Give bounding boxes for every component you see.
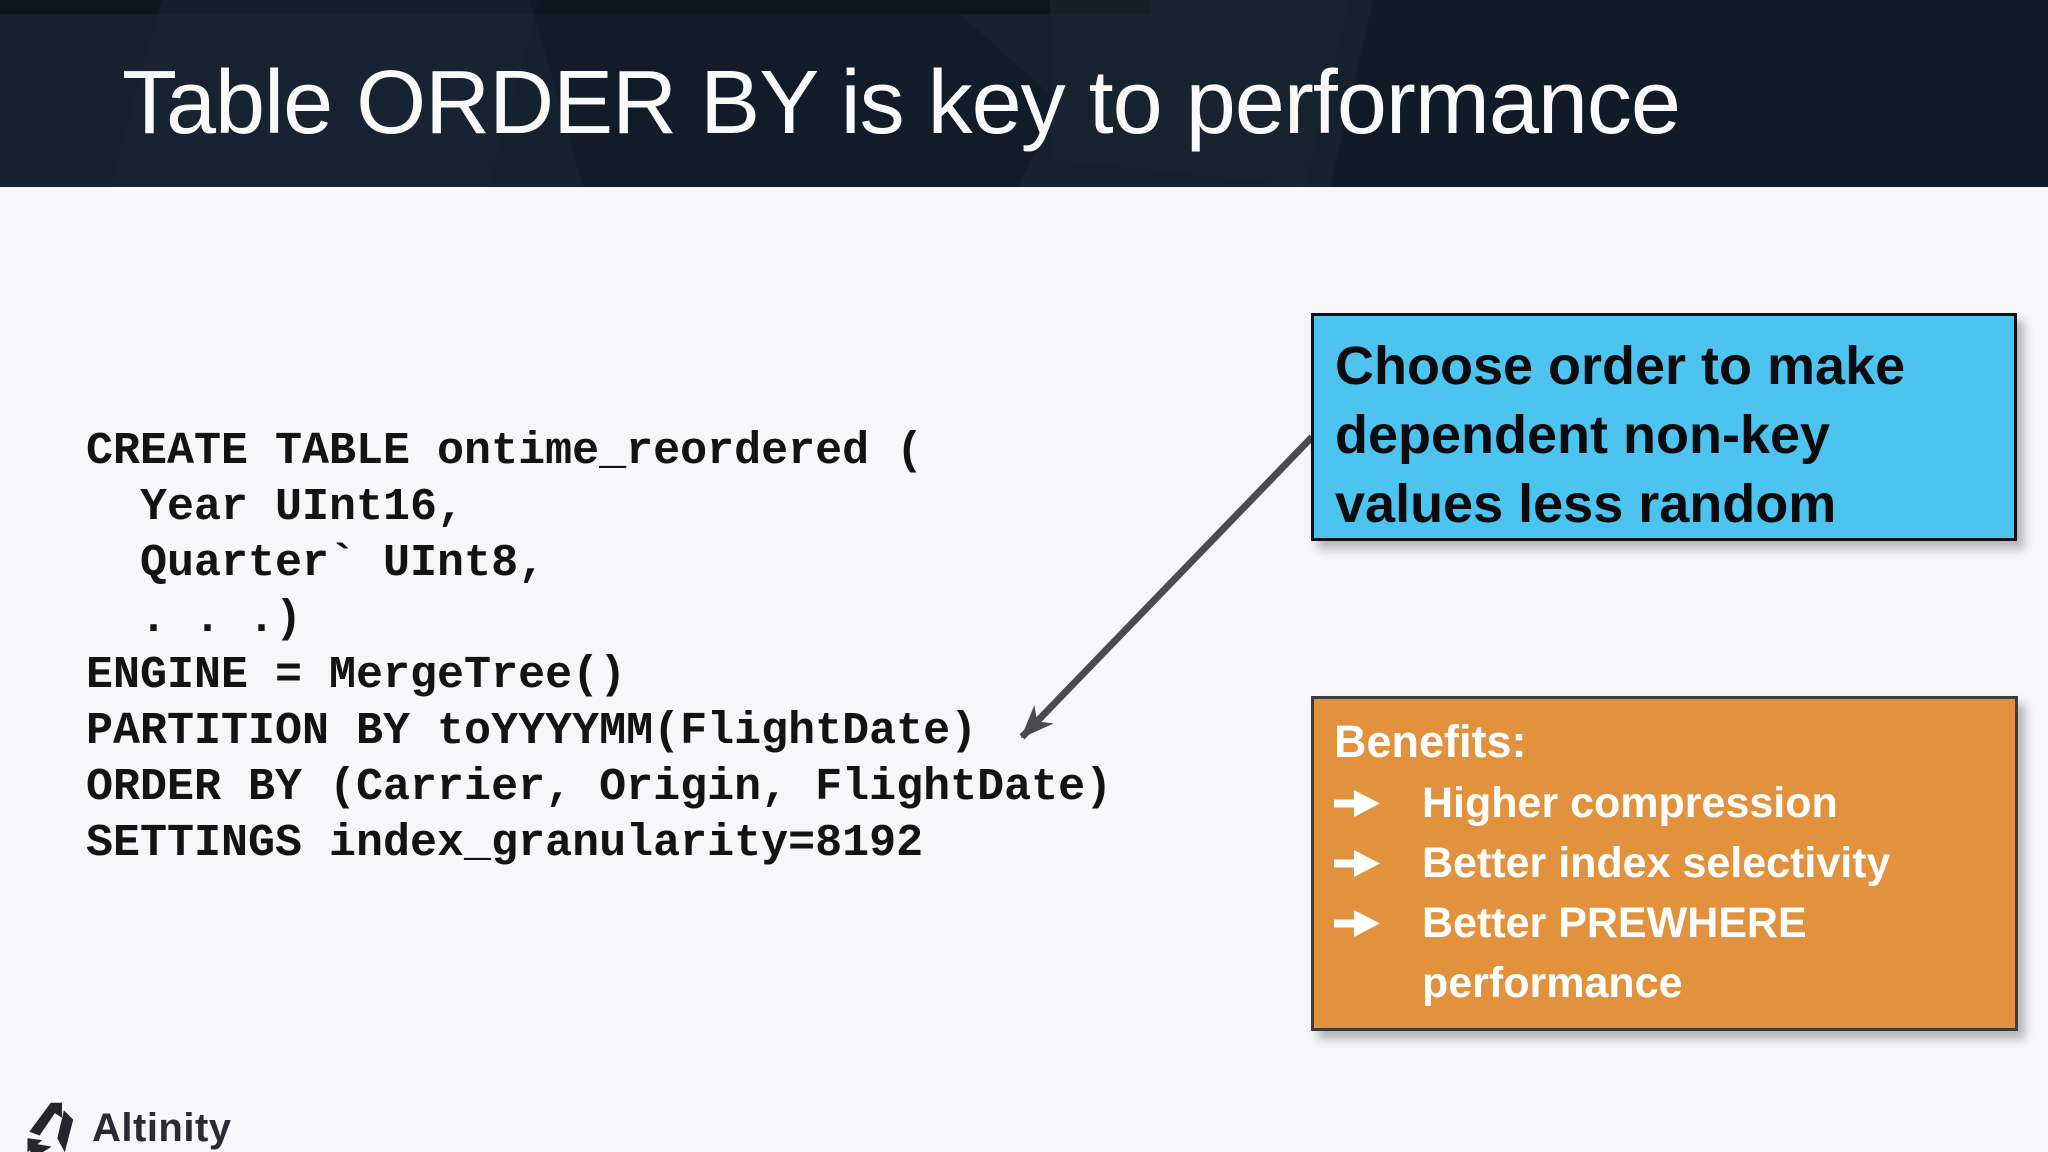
benefits-list: Higher compression Better index selectiv… <box>1334 773 1999 1013</box>
benefit-label: Higher compression <box>1422 779 1838 827</box>
footer-logo: Altinity <box>20 1096 232 1152</box>
benefits-box: Benefits: Higher compression Better inde… <box>1311 696 2018 1031</box>
brand-name: Altinity <box>92 1106 232 1150</box>
benefit-item: Better index selectivity <box>1334 833 1999 893</box>
benefit-item: Higher compression <box>1334 773 1999 833</box>
arrow-bullet-icon <box>1334 790 1380 817</box>
callout-text: Choose order to make dependent non-key v… <box>1335 336 1906 534</box>
benefit-label: Better PREWHERE performance <box>1422 899 1807 1007</box>
benefits-heading: Benefits: <box>1334 716 1527 767</box>
header-pattern <box>1050 0 1350 187</box>
slide-title: Table ORDER BY is key to performance <box>122 53 1681 153</box>
header-pattern <box>110 0 540 187</box>
title-bar: Table ORDER BY is key to performance <box>0 0 2048 187</box>
order-callout: Choose order to make dependent non-key v… <box>1311 313 2017 541</box>
arrow-bullet-icon <box>1334 910 1380 937</box>
arrow-bullet-icon <box>1334 850 1380 877</box>
header-pattern <box>1330 0 2048 187</box>
benefit-label: Better index selectivity <box>1422 839 1891 887</box>
altinity-logo-icon <box>27 1102 74 1152</box>
benefit-item: Better PREWHERE performance <box>1334 893 1999 1013</box>
header-pattern <box>530 0 1060 187</box>
sql-code: CREATE TABLE ontime_reordered ( Year UIn… <box>86 426 1113 869</box>
